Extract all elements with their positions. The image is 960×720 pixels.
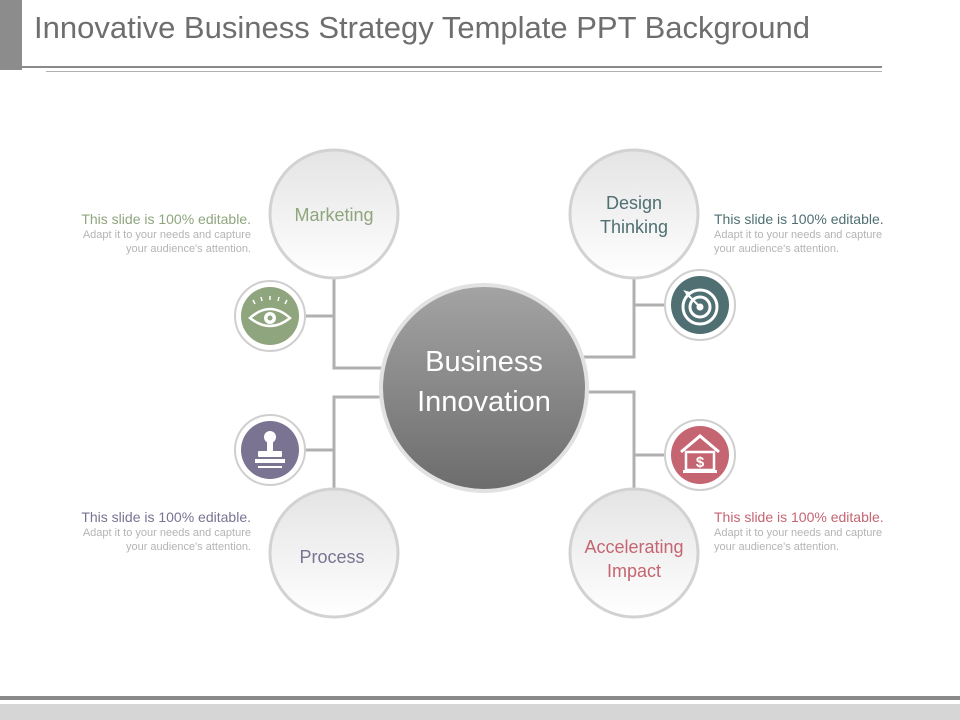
description-design-thinking: This slide is 100% editable. Adapt it to… bbox=[714, 210, 929, 256]
connector-design-thinking bbox=[584, 278, 636, 359]
node-label-design-thinking: Design Thinking bbox=[574, 191, 694, 239]
description-body: your audience's attention. bbox=[714, 541, 840, 553]
description-process: This slide is 100% editable. Adapt it to… bbox=[36, 508, 251, 554]
description-body: Adapt it to your needs and capture bbox=[82, 527, 251, 539]
target-icon bbox=[664, 269, 736, 341]
description-body: your audience's attention. bbox=[714, 243, 840, 255]
title-rule bbox=[22, 66, 882, 68]
description-body: your audience's attention. bbox=[125, 541, 251, 553]
connectors bbox=[306, 278, 664, 490]
title-rule-thin bbox=[46, 71, 882, 72]
description-heading: This slide is 100% editable. bbox=[81, 211, 251, 227]
node-label-line: Thinking bbox=[599, 217, 669, 237]
bank-dollar-icon: $ bbox=[664, 419, 736, 491]
description-marketing: This slide is 100% editable. Adapt it to… bbox=[36, 210, 251, 256]
eye-icon bbox=[234, 280, 306, 352]
title-accent-bar bbox=[0, 0, 22, 70]
node-label-marketing: Marketing bbox=[274, 203, 394, 227]
center-label: Business Innovation bbox=[384, 342, 584, 422]
node-circle-design-thinking bbox=[568, 148, 700, 280]
node-circle-accelerating-impact bbox=[568, 487, 700, 619]
footer-rule bbox=[0, 696, 960, 700]
node-label-line: Marketing bbox=[294, 205, 374, 225]
node-label-process: Process bbox=[272, 545, 392, 569]
node-label-line: Accelerating bbox=[584, 537, 684, 557]
description-body: Adapt it to your needs and capture bbox=[714, 229, 883, 241]
description-accelerating-impact: This slide is 100% editable. Adapt it to… bbox=[714, 508, 929, 554]
description-heading: This slide is 100% editable. bbox=[714, 509, 884, 525]
connector-process bbox=[332, 395, 386, 490]
node-label-line: Impact bbox=[606, 561, 662, 581]
node-label-line: Process bbox=[299, 547, 365, 567]
center-label-line: Business bbox=[425, 346, 543, 378]
node-label-accelerating-impact: Accelerating Impact bbox=[564, 535, 704, 583]
connector-accelerating-impact bbox=[584, 390, 636, 490]
node-circle-marketing bbox=[268, 148, 400, 280]
slide-title: Innovative Business Strategy Template PP… bbox=[34, 10, 811, 45]
center-label-line: Innovation bbox=[417, 386, 551, 418]
description-body: Adapt it to your needs and capture bbox=[82, 229, 251, 241]
connector-marketing bbox=[332, 278, 386, 370]
footer-band bbox=[0, 704, 960, 720]
description-body: Adapt it to your needs and capture bbox=[714, 527, 883, 539]
stamp-icon bbox=[234, 414, 306, 486]
svg-text:$: $ bbox=[696, 454, 705, 471]
description-heading: This slide is 100% editable. bbox=[81, 509, 251, 525]
node-label-line: Design bbox=[605, 193, 663, 213]
node-circles bbox=[268, 148, 700, 619]
center-circle bbox=[379, 283, 589, 493]
description-body: your audience's attention. bbox=[125, 243, 251, 255]
node-circle-process bbox=[268, 487, 400, 619]
description-heading: This slide is 100% editable. bbox=[714, 211, 884, 227]
